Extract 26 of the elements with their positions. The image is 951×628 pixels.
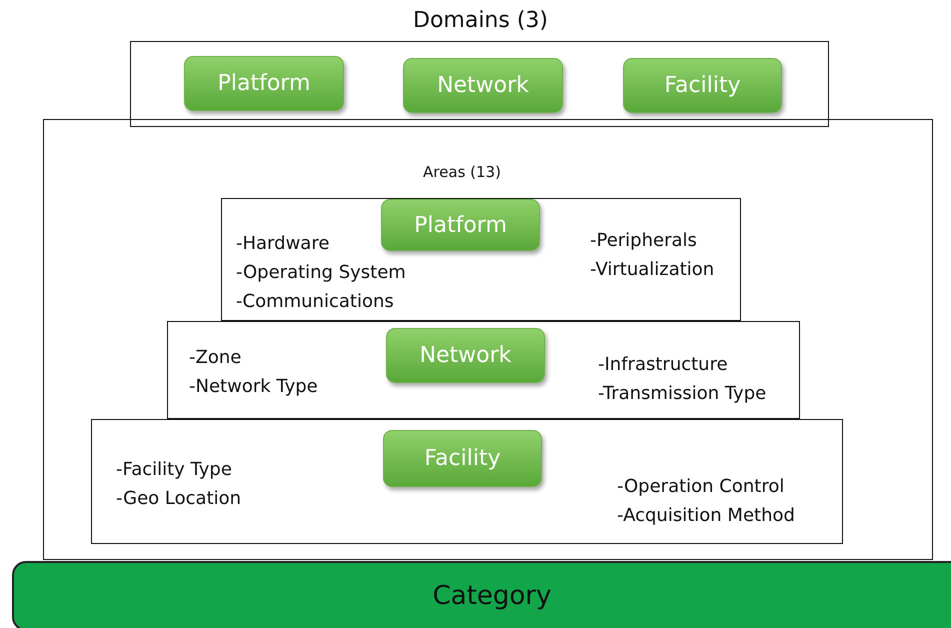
list-item: -Virtualization bbox=[590, 258, 714, 282]
list-item: -Zone bbox=[189, 346, 242, 370]
panel-heading: Areas (13) bbox=[422, 163, 502, 181]
domain-pill: Facility bbox=[623, 58, 782, 113]
list-item: -Network Type bbox=[189, 375, 318, 399]
panel-heading: Domains (3) bbox=[412, 8, 549, 33]
list-item: -Communications bbox=[236, 290, 395, 314]
list-item: -Infrastructure bbox=[598, 353, 729, 377]
category-bar: Category bbox=[12, 561, 951, 628]
area-panel bbox=[43, 119, 933, 560]
domain-pill: Platform bbox=[184, 56, 344, 111]
list-item: -Peripherals bbox=[590, 229, 698, 253]
list-item: -Hardware bbox=[236, 232, 330, 256]
list-item: -Operation Control bbox=[617, 475, 786, 499]
list-item: -Transmission Type bbox=[598, 382, 766, 406]
tier-box bbox=[221, 198, 741, 321]
list-item: -Facility Type bbox=[116, 458, 233, 482]
list-item: -Operating System bbox=[236, 261, 406, 285]
list-item: -Geo Location bbox=[116, 487, 242, 511]
area-pill: Facility bbox=[383, 430, 542, 487]
area-pill: Network bbox=[386, 328, 545, 383]
domain-pill: Network bbox=[403, 58, 563, 113]
list-item: -Acquisition Method bbox=[617, 504, 795, 528]
area-pill: Platform bbox=[381, 199, 540, 251]
tier-box bbox=[91, 419, 843, 544]
tier-box bbox=[167, 321, 800, 419]
